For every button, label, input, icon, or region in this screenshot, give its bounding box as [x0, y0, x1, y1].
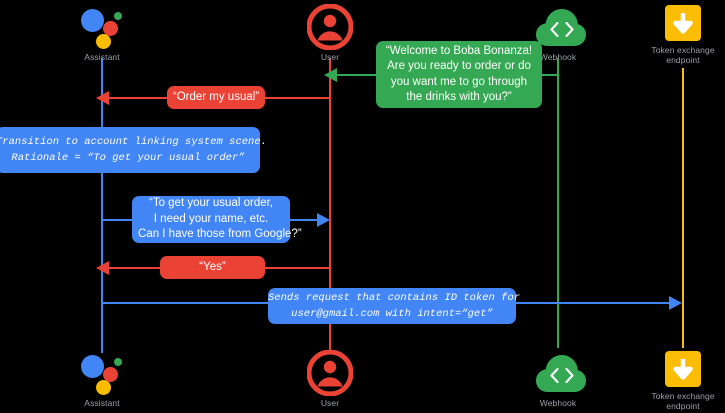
message-send-id-token-line-2: user@gmail.com with intent=“get” — [291, 308, 493, 320]
message-welcome-line-2: Are you ready to order or do — [387, 60, 531, 72]
arrow-head-send-id-token — [669, 296, 682, 310]
lifeline-webhook — [557, 58, 559, 348]
message-transition-note-line-1: Transition to account linking system sce… — [0, 136, 267, 148]
message-order-my-usual[interactable]: “Order my usual” — [167, 86, 265, 109]
actor-label-webhook: Webhook — [539, 398, 577, 408]
actor-user-bottom[interactable]: User — [270, 349, 390, 408]
assistant-dot-yellow — [96, 380, 111, 395]
actor-endpoint-bottom[interactable]: Token exchange endpoint — [623, 350, 725, 411]
arrow-head-ask-for-name — [317, 213, 330, 227]
assistant-dot-green — [114, 358, 122, 366]
message-send-id-token[interactable]: Sends request that contains ID token for… — [268, 288, 521, 324]
message-welcome-line-3: you want me to go through — [390, 75, 528, 88]
message-yes[interactable]: “Yes” — [160, 256, 265, 279]
actor-label-user: User — [320, 52, 340, 62]
message-order-my-usual-line-1: “Order my usual” — [172, 90, 260, 103]
assistant-dot-green — [114, 12, 122, 20]
actor-label-assistant: Assistant — [84, 398, 120, 408]
assistant-dot-yellow — [96, 34, 111, 49]
actor-label-endpoint: Token exchange endpoint — [651, 391, 715, 411]
message-welcome-line-4: the drinks with you?” — [406, 91, 512, 103]
cloud-code-icon — [535, 350, 586, 396]
actor-label-webhook: Webhook — [539, 52, 577, 62]
message-ask-for-name[interactable]: “To get your usual order, I need your na… — [132, 196, 302, 243]
message-transition-note-line-2: Rationale = “To get your usual order” — [11, 152, 245, 164]
assistant-dot-blue — [81, 355, 104, 378]
message-ask-for-name-line-1: “To get your usual order, — [148, 197, 273, 210]
lifeline-assistant — [101, 58, 103, 353]
actor-label-user: User — [320, 398, 340, 408]
actor-label-endpoint: Token exchange endpoint — [651, 45, 715, 65]
message-ask-for-name-line-3: Can I have those from Google?” — [138, 228, 302, 241]
actor-assistant-top[interactable]: Assistant — [42, 4, 162, 62]
arrow-head-welcome — [324, 68, 337, 82]
message-send-id-token-line-1: Sends request that contains ID token for — [268, 292, 521, 304]
download-box-icon — [662, 4, 704, 46]
assistant-dot-red — [103, 21, 118, 36]
actor-webhook-top[interactable]: Webhook — [498, 4, 618, 62]
arrow-head-yes — [96, 261, 109, 275]
message-welcome[interactable]: “Welcome to Boba Bonanza! Are you ready … — [376, 41, 542, 108]
lifeline-user — [329, 58, 331, 353]
message-welcome-line-1: “Welcome to Boba Bonanza! — [385, 44, 533, 57]
message-ask-for-name-line-2: I need your name, etc. — [153, 212, 269, 225]
actor-label-assistant: Assistant — [84, 52, 120, 62]
actor-webhook-bottom[interactable]: Webhook — [498, 350, 618, 408]
lifeline-endpoint — [682, 68, 684, 348]
google-assistant-logo-icon — [79, 350, 125, 396]
person-circle-icon — [306, 349, 354, 397]
download-box-icon — [662, 350, 704, 392]
actor-assistant-bottom[interactable]: Assistant — [42, 350, 162, 408]
message-yes-line-1: “Yes” — [199, 260, 226, 273]
assistant-dot-red — [103, 367, 118, 382]
actor-user-top[interactable]: User — [270, 3, 390, 62]
person-circle-icon — [306, 3, 354, 51]
google-assistant-logo-icon — [79, 4, 125, 50]
cloud-code-icon — [535, 4, 586, 50]
assistant-dot-blue — [81, 9, 104, 32]
arrow-head-order-my-usual — [96, 91, 109, 105]
message-transition-note[interactable]: Transition to account linking system sce… — [0, 127, 267, 173]
actor-endpoint-top[interactable]: Token exchange endpoint — [623, 4, 725, 65]
